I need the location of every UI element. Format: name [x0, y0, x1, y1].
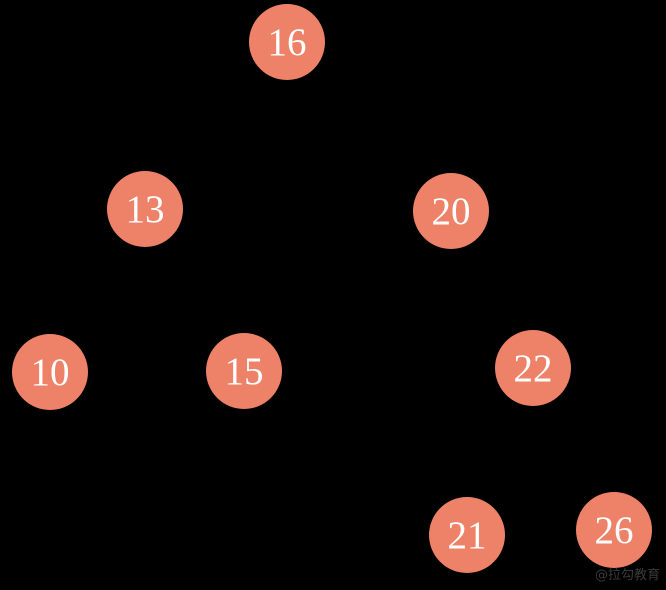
tree-node-label: 20 — [431, 189, 471, 233]
tree-node-13[interactable]: 13 — [107, 171, 183, 247]
tree-node-20[interactable]: 20 — [413, 173, 489, 249]
tree-node-label: 21 — [447, 513, 487, 557]
tree-node-16[interactable]: 16 — [249, 4, 325, 80]
tree-node-label: 22 — [513, 346, 553, 390]
tree-node-15[interactable]: 15 — [206, 333, 282, 409]
tree-node-label: 13 — [125, 187, 165, 231]
tree-node-26[interactable]: 26 — [576, 492, 652, 568]
tree-node-label: 26 — [594, 508, 634, 552]
tree-node-21[interactable]: 21 — [429, 497, 505, 573]
tree-node-label: 15 — [224, 349, 264, 393]
tree-node-label: 10 — [30, 350, 70, 394]
tree-node-22[interactable]: 22 — [495, 330, 571, 406]
watermark: @拉勾教育 — [594, 568, 660, 583]
tree-node-label: 16 — [267, 20, 307, 64]
tree-node-10[interactable]: 10 — [12, 334, 88, 410]
